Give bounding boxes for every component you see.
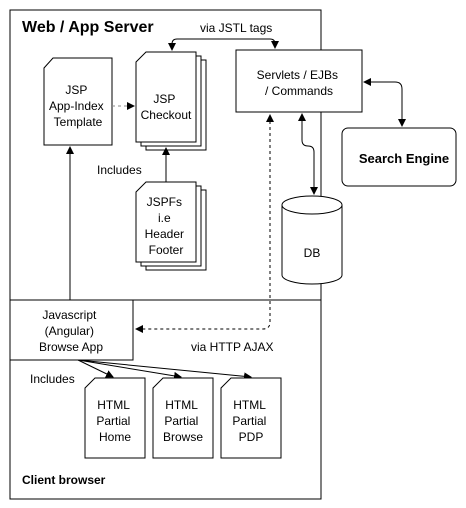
servlets-db-connector [298, 113, 318, 195]
browse-app-label: Javascript (Angular) Browse App [39, 308, 103, 354]
jsp-template-label: JSP App-Index Template [49, 83, 107, 129]
browse-to-browse-arrow [77, 359, 182, 380]
db-cylinder-top [281, 195, 343, 215]
partial-pdp-label: HTML Partial PDP [232, 398, 269, 444]
browse-to-home-arrow [77, 359, 114, 378]
ajax-connector [135, 114, 274, 333]
server-includes-label: Includes [97, 163, 142, 177]
servlets-search-connector [363, 78, 406, 127]
browse-to-pdp-arrow [77, 359, 252, 381]
web-app-server-title: Web / App Server [22, 19, 154, 36]
client-includes-label: Includes [30, 372, 75, 386]
servlets-label: Servlets / EJBs / Commands [257, 68, 342, 98]
html-partial-browse [152, 377, 214, 459]
partial-browse-label: HTML Partial Browse [163, 398, 203, 444]
search-engine [341, 127, 457, 187]
client-browser-title: Client browser [22, 473, 106, 487]
partial-home-label: HTML Partial Home [96, 398, 133, 444]
jstl-label: via JSTL tags [200, 21, 272, 35]
html-partial-home [84, 377, 146, 459]
db-cylinder [281, 205, 343, 285]
servlets-ejbs-commands [235, 49, 363, 113]
jstl-connector [168, 38, 279, 51]
db-label: DB [304, 246, 321, 260]
jsp-app-index-template [43, 57, 113, 146]
html-partial-pdp [220, 377, 282, 459]
ajax-label: via HTTP AJAX [191, 340, 273, 354]
search-engine-label: Search Engine [359, 151, 449, 166]
javascript-browse-app [9, 299, 134, 361]
